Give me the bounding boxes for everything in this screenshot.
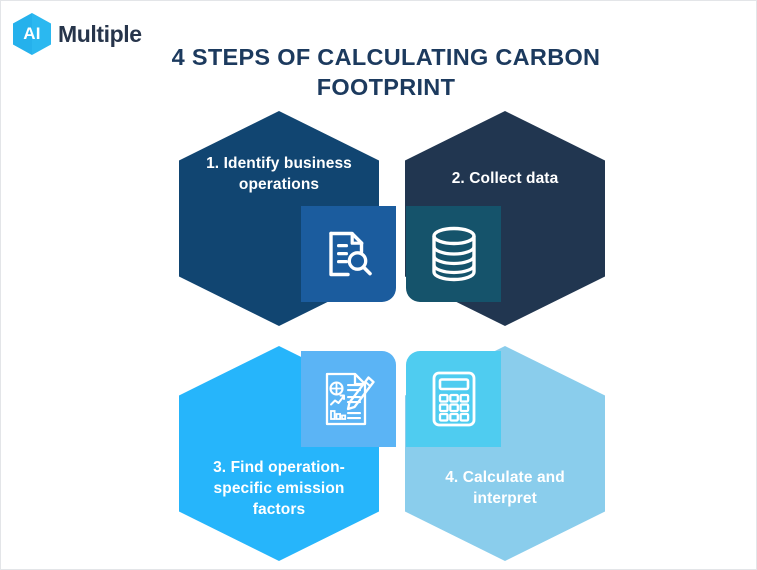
logo-hexagon-shade (13, 13, 32, 55)
step-4-icon-tile (406, 351, 501, 447)
calculator-icon (431, 370, 477, 428)
logo-wordmark: Multiple (58, 20, 142, 47)
step-3-label: 3. Find operation-specific emission fact… (213, 459, 345, 518)
step-4-label: 4. Calculate and interpret (445, 469, 565, 507)
page-title: 4 STEPS OF CALCULATING CARBON FOOTPRINT (171, 44, 601, 100)
database-icon (430, 226, 478, 282)
step-3-hexagon: 3. Find operation-specific emission fact… (179, 346, 379, 561)
step-2-icon-tile (406, 206, 501, 302)
step-1-icon-tile (301, 206, 396, 302)
step-2-label: 2. Collect data (451, 170, 559, 187)
hexagon-logo-icon: AI (13, 13, 51, 55)
step-3-icon-tile (301, 351, 396, 447)
step-1-label: 1. Identify business operations (206, 155, 352, 193)
report-pencil-icon (321, 370, 377, 428)
brand-logo: AI Multiple (13, 13, 142, 55)
document-search-icon (324, 228, 374, 280)
logo-mark-text: AI (23, 24, 41, 43)
